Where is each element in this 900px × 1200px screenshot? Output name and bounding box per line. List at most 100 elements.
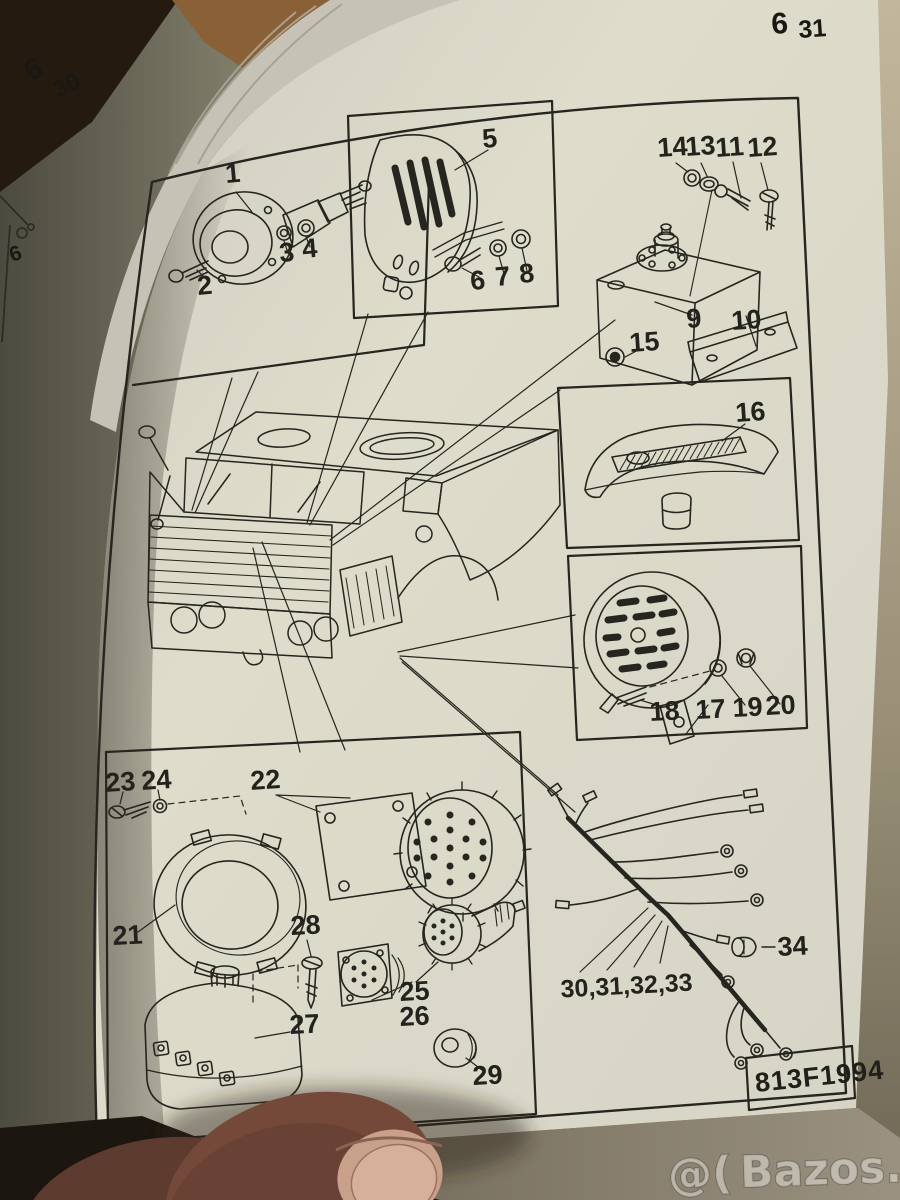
callout-label-12: 12 xyxy=(746,131,778,163)
part-12-screw xyxy=(759,189,779,231)
harness-branches xyxy=(546,782,793,1070)
leader-line xyxy=(306,939,312,957)
callout-label-23: 23 xyxy=(104,766,136,798)
callout-label-34: 34 xyxy=(777,930,809,962)
part-28-screw xyxy=(301,939,323,1009)
callout-label-16: 16 xyxy=(734,396,766,428)
box-ignition-switch-border xyxy=(131,179,431,387)
part-18-bolt xyxy=(599,686,647,714)
callout-label-26: 26 xyxy=(399,1000,431,1032)
leader-line xyxy=(465,1057,483,1071)
callout-label-5: 5 xyxy=(481,123,499,154)
dark-corner xyxy=(0,0,178,192)
part-9-relay-box xyxy=(596,161,798,386)
left-page-paper xyxy=(0,0,460,1200)
part-7-washer xyxy=(489,239,507,257)
callout-label-7: 7 xyxy=(494,261,512,292)
callout-label-3: 3 xyxy=(278,237,296,268)
gutter-shadow xyxy=(97,142,252,1180)
callout-label-20: 20 xyxy=(765,689,797,721)
callout-label-14: 14 xyxy=(656,131,688,163)
page-edge-stack xyxy=(90,0,462,432)
assembly-dash xyxy=(167,795,247,815)
part-14-nut xyxy=(683,169,701,187)
roof-hatch-small xyxy=(257,428,311,448)
callout-label-8: 8 xyxy=(518,258,536,289)
callout-label-18: 18 xyxy=(649,695,681,727)
foreground xyxy=(0,1087,900,1200)
leader-lines xyxy=(371,961,439,1001)
leader-lines xyxy=(624,161,769,358)
callout-label-17: 17 xyxy=(695,693,727,725)
part-2-bolt xyxy=(168,260,209,283)
callout-label-25: 25 xyxy=(399,975,431,1007)
box-cover-border xyxy=(346,99,560,320)
part-8-nut xyxy=(511,229,531,249)
callout-label-10: 10 xyxy=(730,304,762,336)
watermark-logo-icon: @( xyxy=(667,1148,733,1200)
leader-line xyxy=(137,904,176,933)
callout-label-29: 29 xyxy=(472,1059,504,1091)
leader-line xyxy=(254,1031,291,1039)
callout-label-4: 4 xyxy=(301,233,319,264)
part-34-grommet xyxy=(731,936,757,958)
part-4-nut xyxy=(297,219,315,237)
front-bumper xyxy=(147,601,333,659)
diagram: 813F1994 1 2 3 4 5 6 7 8 9 10 11 12 13 1… xyxy=(93,96,886,1152)
part-23-screw xyxy=(108,789,247,819)
leader-lines xyxy=(639,665,781,735)
box-horn-border xyxy=(566,544,809,742)
side-grille xyxy=(339,555,403,637)
leader-lines xyxy=(454,149,528,278)
callout-label-21: 21 xyxy=(112,919,144,951)
part-10-bracket xyxy=(687,311,798,383)
right-page-number: 6 31 xyxy=(770,7,827,44)
door-handle xyxy=(415,525,433,543)
part-13-washer xyxy=(699,176,719,192)
roof-hatch-large xyxy=(359,431,445,461)
part-22-connector-socket xyxy=(275,781,532,922)
terminal-clips xyxy=(152,1040,236,1087)
connector-pins xyxy=(413,811,487,886)
wipers xyxy=(207,473,321,513)
right-page: 6 31 xyxy=(95,0,888,1180)
outer-frame xyxy=(93,96,848,1152)
box-step-border xyxy=(556,376,801,550)
thumb-nail-plate xyxy=(350,1143,438,1200)
callout-label-24: 24 xyxy=(140,764,172,796)
cab-side xyxy=(437,429,561,581)
page-edge-lines xyxy=(169,3,343,173)
wheel-arch xyxy=(397,555,499,601)
leader-lines xyxy=(119,789,161,805)
part-19-washer xyxy=(709,659,727,677)
callout-label-19: 19 xyxy=(732,691,764,723)
part-5-cover xyxy=(363,134,531,300)
wiring-harness-drawing xyxy=(546,782,793,1070)
callout-label-13: 13 xyxy=(684,130,716,162)
cuticle-line xyxy=(335,1136,443,1152)
part-27-junction-box xyxy=(144,964,303,1110)
right-page-page: 31 xyxy=(797,14,827,44)
tow-hook xyxy=(242,649,264,666)
callout-label-2: 2 xyxy=(196,270,214,301)
harness-fan-lines xyxy=(579,907,669,973)
harness-trunk xyxy=(565,815,768,1033)
part-15-grommet xyxy=(605,347,625,367)
callout-label-27: 27 xyxy=(289,1008,321,1040)
part-25-26-connectors xyxy=(337,897,526,1007)
washer-icon xyxy=(27,223,35,231)
leader-lines xyxy=(275,794,351,813)
callout-label-22: 22 xyxy=(249,764,281,796)
box-connectors-border xyxy=(104,730,538,1145)
leader-lines xyxy=(196,191,311,281)
connector-ribs xyxy=(393,781,532,922)
callout-label-28: 28 xyxy=(290,909,322,941)
callout-label-15: 15 xyxy=(628,326,660,358)
assembly-dash xyxy=(252,964,299,1003)
watermark: @( Bazos.cz xyxy=(666,1139,900,1200)
part-29-grommet xyxy=(433,1028,483,1071)
right-page-chapter: 6 xyxy=(770,7,789,41)
part-16-step-pad xyxy=(584,423,779,530)
